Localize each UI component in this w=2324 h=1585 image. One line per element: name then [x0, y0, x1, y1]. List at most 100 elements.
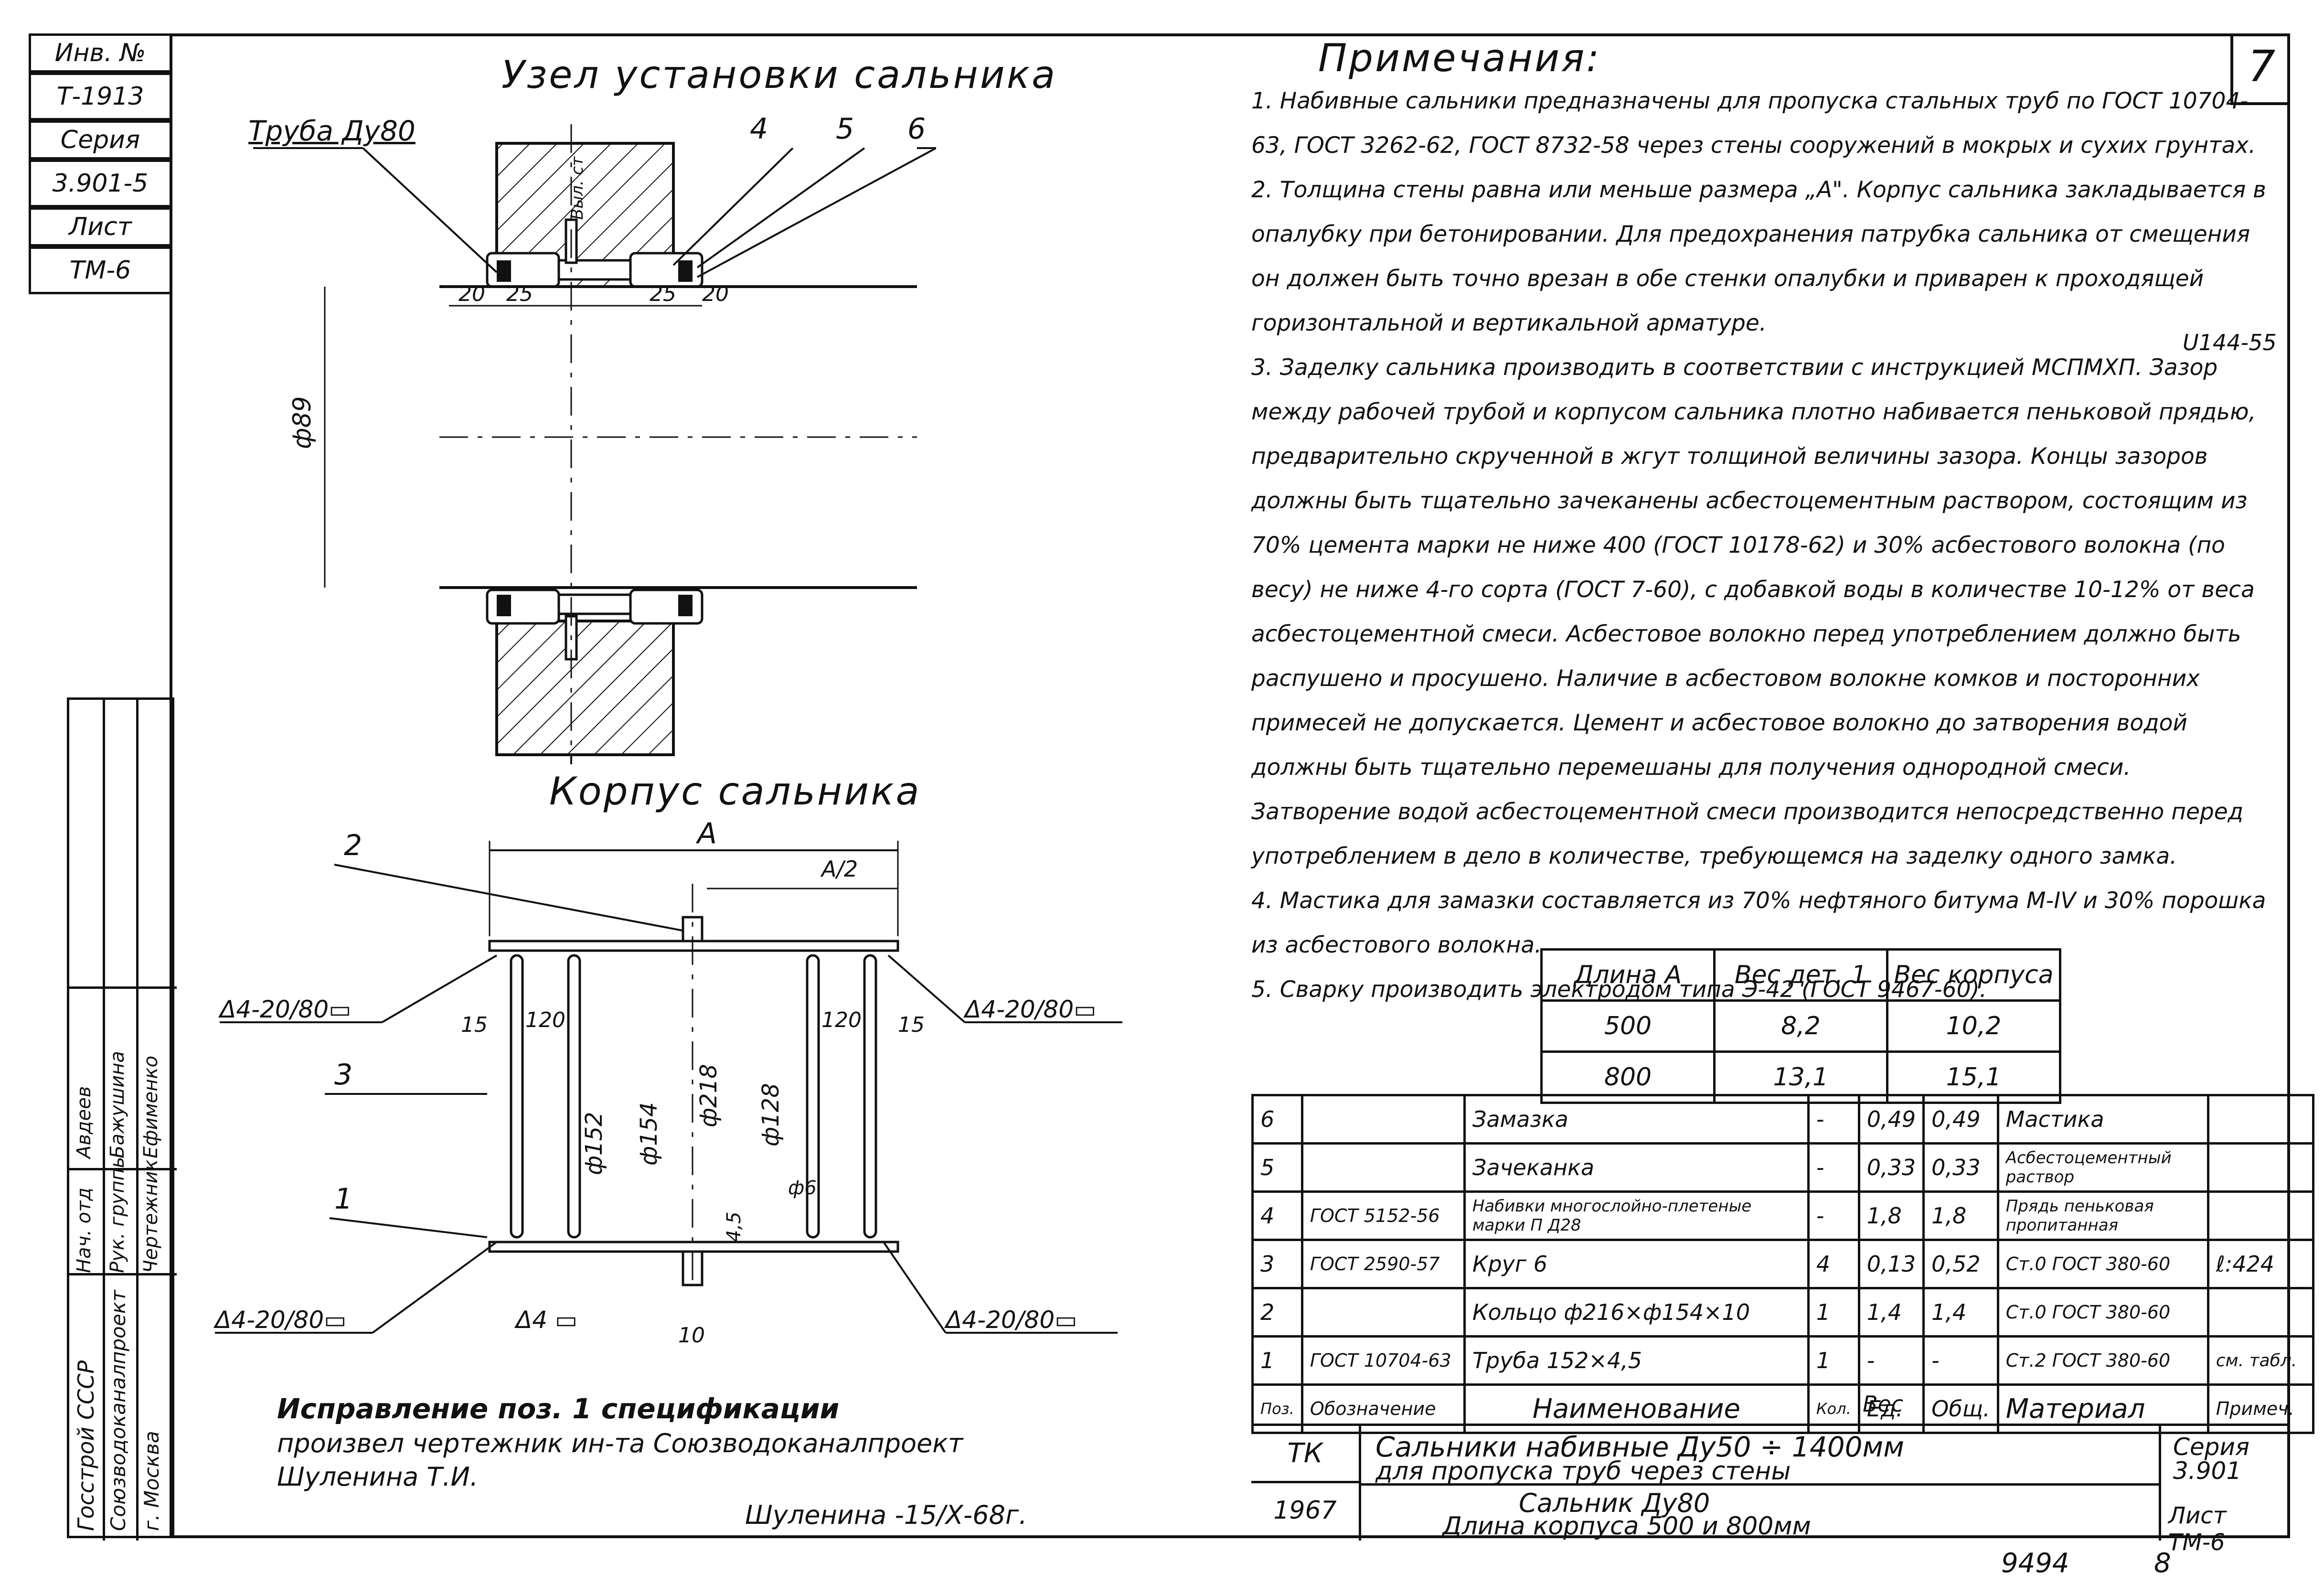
series-label: Серия [29, 120, 172, 160]
tb-code: ТК [1251, 1426, 1361, 1483]
spec-row: 5 Зачеканка - 0,33 0,33 Асбестоцементный… [1251, 1142, 2314, 1193]
spec-row: 6 Замазка - 0,49 0,49 Мастика [1251, 1094, 2314, 1145]
tb-series-label: Серия [2173, 1433, 2249, 1461]
len-header-1: Длина А [1540, 948, 1716, 1002]
dim-25-left: 25 [506, 282, 533, 306]
tb-year: 1967 [1251, 1483, 1361, 1541]
dim-phi128: ф128 [757, 1083, 784, 1146]
dim-phi6: ф6 [788, 1177, 817, 1199]
spec-cell: - [1857, 1335, 1925, 1386]
spec-cell [1301, 1142, 1466, 1193]
notes-title: Примечания: [1318, 36, 1601, 80]
spec-cell: 1 [1807, 1287, 1860, 1338]
sheet-frame [170, 33, 2290, 1538]
note-1: 1. Набивные сальники предназначены для п… [1251, 88, 2256, 159]
spec-cell: 4 [1807, 1239, 1860, 1289]
role-2: Рук. группы [107, 1153, 128, 1273]
pipe-label: Труба Ду80 [248, 115, 416, 147]
spec-cell: 1 [1251, 1335, 1303, 1386]
dim-15-right: 15 [898, 1013, 925, 1037]
sheet-label: Лист [29, 207, 172, 246]
spec-cell: 0,33 [1857, 1142, 1925, 1193]
sheet-corner-number: 7 [2230, 33, 2290, 105]
spec-cell: 4 [1251, 1190, 1303, 1241]
spec-cell: 1,4 [1922, 1287, 1999, 1338]
assembly-drawing: ф89 4 5 6 20 25 25 20 Выл. ст [253, 112, 936, 764]
name-2: Бажушина [107, 1051, 128, 1158]
housing-drawing: A A/2 2 3 1 15 120 120 15 ф152 ф154 ф218… [213, 817, 1122, 1348]
spec-cell [1301, 1287, 1466, 1338]
series-value: 3.901-5 [29, 160, 172, 207]
correction-line-2: произвел чертежник ин-та Союзводоканалпр… [277, 1428, 963, 1458]
len-header-2: Вес дет. 1 [1713, 948, 1888, 1002]
dim-45: 4,5 [723, 1211, 745, 1242]
spec-row: 4 ГОСТ 5152-56 Набивки многослойно-плете… [1251, 1190, 2314, 1241]
callout-1: 1 [334, 1182, 352, 1216]
dim-phi89: ф89 [288, 396, 317, 449]
notes-body: 1. Набивные сальники предназначены для п… [1251, 79, 2273, 1012]
spec-cell: Ст.2 ГОСТ 380-60 [1996, 1335, 2209, 1386]
note-3: 3. Заделку сальника производить в соотве… [1251, 354, 2256, 869]
dim-A-half: A/2 [820, 856, 858, 882]
spec-cell: Набивки многослойно-плетеные марки П Д28 [1463, 1190, 1810, 1241]
note-ref: U144-55 [2183, 330, 2277, 355]
callout-3: 3 [334, 1058, 352, 1092]
stamp-column: Инв. № Т-1913 Серия 3.901-5 Лист ТМ-6 [29, 33, 172, 1538]
spec-cell: Труба 152×4,5 [1463, 1335, 1810, 1386]
spec-cell: Зачеканка [1463, 1142, 1810, 1193]
note-4: 4. Мастика для замазки составляется из 7… [1251, 888, 2266, 958]
spec-cell: Прядь пеньковая пропитанная [1996, 1190, 2209, 1241]
spec-cell: 0,13 [1857, 1239, 1925, 1289]
spec-cell: 6 [1251, 1094, 1303, 1145]
spec-cell: 0,52 [1922, 1239, 1999, 1289]
spec-row: 2 Кольцо ф216×ф154×10 1 1,4 1,4 Ст.0 ГОС… [1251, 1287, 2314, 1338]
dim-20-left: 20 [458, 282, 485, 306]
spec-cell: 2 [1251, 1287, 1303, 1338]
spec-cell: ГОСТ 5152-56 [1301, 1190, 1466, 1241]
tb-line-2: для пропуска труб через стены [1375, 1457, 1791, 1486]
weld-label-4: Δ4 ▭ [514, 1306, 577, 1334]
correction-line-1: Исправление поз. 1 спецификации [277, 1392, 840, 1425]
dim-15-left: 15 [461, 1013, 488, 1037]
spec-cell [2207, 1190, 2314, 1241]
inv-value: Т-1913 [29, 73, 172, 120]
spec-cell: ГОСТ 10704-63 [1301, 1335, 1466, 1386]
len-cell: 8,2 [1713, 999, 1888, 1053]
dim-phi152: ф152 [581, 1112, 608, 1175]
org-soyuz: Союзводоканалпроект [107, 1290, 130, 1531]
role-3: Чертежник [140, 1159, 162, 1273]
weld-label-1: Δ4-20/80▭ [218, 996, 351, 1023]
callout-5: 5 [836, 112, 854, 146]
org-gosstroy: Госстрой СССР [73, 1360, 99, 1531]
spec-cell: - [1807, 1094, 1860, 1145]
note-2: 2. Толщина стены равна или меньше размер… [1251, 177, 2266, 336]
spec-cell [1301, 1094, 1466, 1145]
spec-cell: ГОСТ 2590-57 [1301, 1239, 1466, 1289]
weld-label-3: Δ4-20/80▭ [213, 1306, 346, 1334]
spec-cell: 0,49 [1922, 1094, 1999, 1145]
dim-phi218: ф218 [695, 1064, 722, 1127]
signature-block: Нач. отд Рук. группы Чертежник Авдеев Ба… [67, 697, 177, 1541]
tb-line-1: Сальники набивные Ду50 ÷ 1400мм [1375, 1431, 1905, 1463]
spec-cell: ℓ:424 [2207, 1239, 2314, 1289]
name-1: Авдеев [73, 1086, 95, 1158]
spec-header-cell: Обозначение [1301, 1383, 1466, 1434]
spec-cell: Замазка [1463, 1094, 1810, 1145]
spec-cell: 1,8 [1922, 1190, 1999, 1241]
role-1: Нач. отд [73, 1187, 95, 1273]
length-table: Длина А Вес дет. 1 Вес корпуса 500 8,2 1… [1540, 948, 2061, 1104]
spec-cell: Кольцо ф216×ф154×10 [1463, 1287, 1810, 1338]
spec-table: 6 Замазка - 0,49 0,49 Мастика 5 Зачеканк… [1251, 1094, 2314, 1434]
len-cell: 500 [1540, 999, 1716, 1053]
spec-cell: Ст.0 ГОСТ 380-60 [1996, 1239, 2209, 1289]
weld-label-2: Δ4-20/80▭ [963, 996, 1096, 1023]
callout-4: 4 [750, 112, 768, 146]
callout-2: 2 [344, 829, 362, 862]
spec-cell: см. табл. [2207, 1335, 2314, 1386]
spec-row: 1 ГОСТ 10704-63 Труба 152×4,5 1 - - Ст.2… [1251, 1335, 2314, 1386]
tb-sheet: Лист ТМ-6 [2168, 1502, 2227, 1556]
len-header-3: Вес корпуса [1886, 948, 2061, 1002]
tb-name-2: Длина корпуса 500 и 800мм [1442, 1512, 1811, 1541]
spec-weight-label: Вес [1863, 1391, 1904, 1417]
spec-cell: 0,33 [1922, 1142, 1999, 1193]
